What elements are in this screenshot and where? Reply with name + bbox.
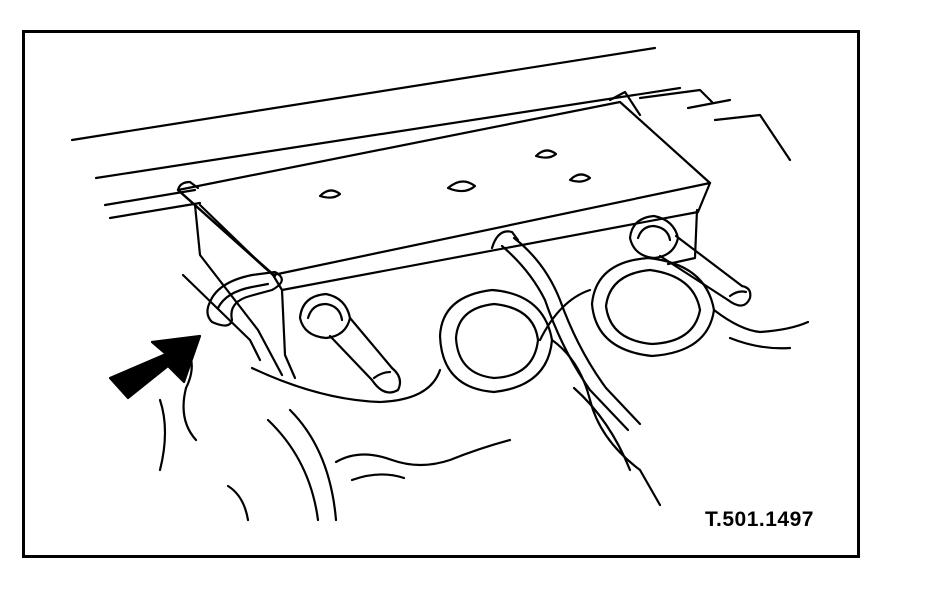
retaining-clip bbox=[206, 270, 283, 327]
port-ring-left bbox=[438, 288, 554, 394]
bracket-side-wall bbox=[181, 203, 297, 380]
stud-bolt-left bbox=[298, 292, 402, 394]
plate-slots bbox=[318, 149, 592, 199]
port-ring-right bbox=[590, 256, 716, 358]
casing-contours bbox=[158, 288, 810, 522]
background-rails bbox=[70, 46, 792, 220]
figure-reference-code: T.501.1497 bbox=[705, 508, 814, 531]
bracket-plate bbox=[176, 90, 712, 292]
stud-bolt-right bbox=[628, 214, 752, 307]
